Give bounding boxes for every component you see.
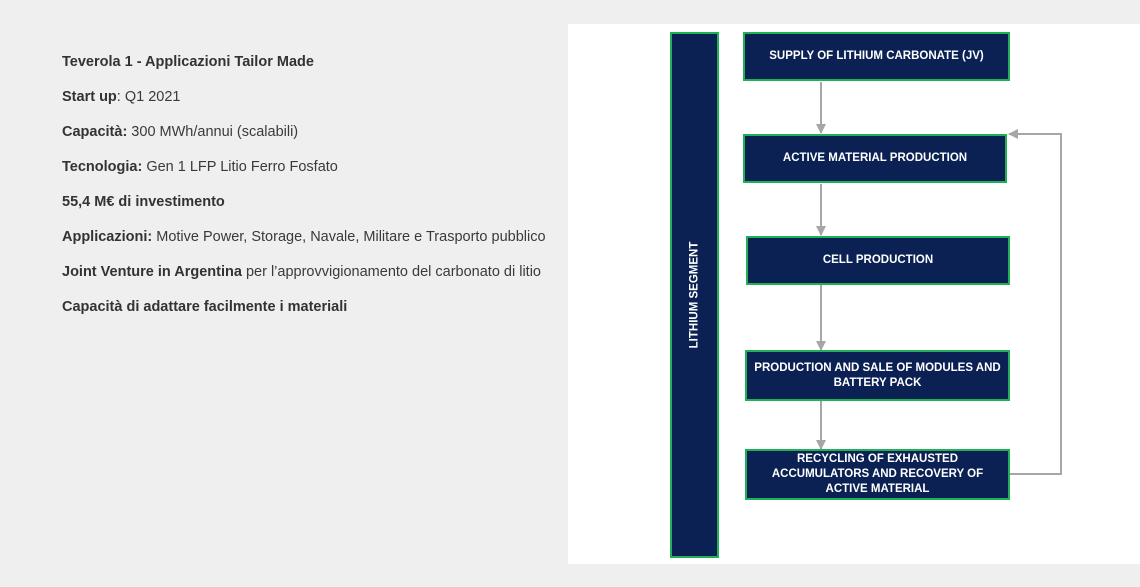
step-cell-production: CELL PRODUCTION xyxy=(746,236,1010,285)
segment-label: LITHIUM SEGMENT xyxy=(688,241,701,349)
step-recycling-recovery: RECYCLING OF EXHAUSTED ACCUMULATORS AND … xyxy=(745,449,1010,500)
info-applications: Applicazioni: Motive Power, Storage, Nav… xyxy=(62,229,546,245)
flow-arrows xyxy=(816,82,1062,475)
info-title: Teverola 1 - Applicazioni Tailor Made xyxy=(62,54,314,70)
step-supply-lithium-carbonate: SUPPLY OF LITHIUM CARBONATE (JV) xyxy=(743,32,1010,81)
info-investment: 55,4 M€ di investimento xyxy=(62,194,225,210)
lithium-process-diagram: LITHIUM SEGMENT SUPPLY OF LITHIUM CARBON… xyxy=(568,24,1140,564)
info-capacity: Capacità: 300 MWh/annui (scalabili) xyxy=(62,124,299,140)
step-active-material-production: ACTIVE MATERIAL PRODUCTION xyxy=(743,134,1007,183)
info-start-up: Start up: Q1 2021 xyxy=(62,89,181,105)
step-modules-battery-pack: PRODUCTION AND SALE OF MODULES AND BATTE… xyxy=(745,350,1010,401)
info-joint-venture: Joint Venture in Argentina per l’approvv… xyxy=(62,264,541,280)
arrow-recycling-feedback xyxy=(1008,129,1062,475)
lithium-segment-bar: LITHIUM SEGMENT xyxy=(670,32,719,558)
info-panel: Teverola 1 - Applicazioni Tailor Made St… xyxy=(62,50,552,330)
info-adaptability: Capacità di adattare facilmente i materi… xyxy=(62,299,348,315)
info-technology: Tecnologia: Gen 1 LFP Litio Ferro Fosfat… xyxy=(62,159,338,175)
